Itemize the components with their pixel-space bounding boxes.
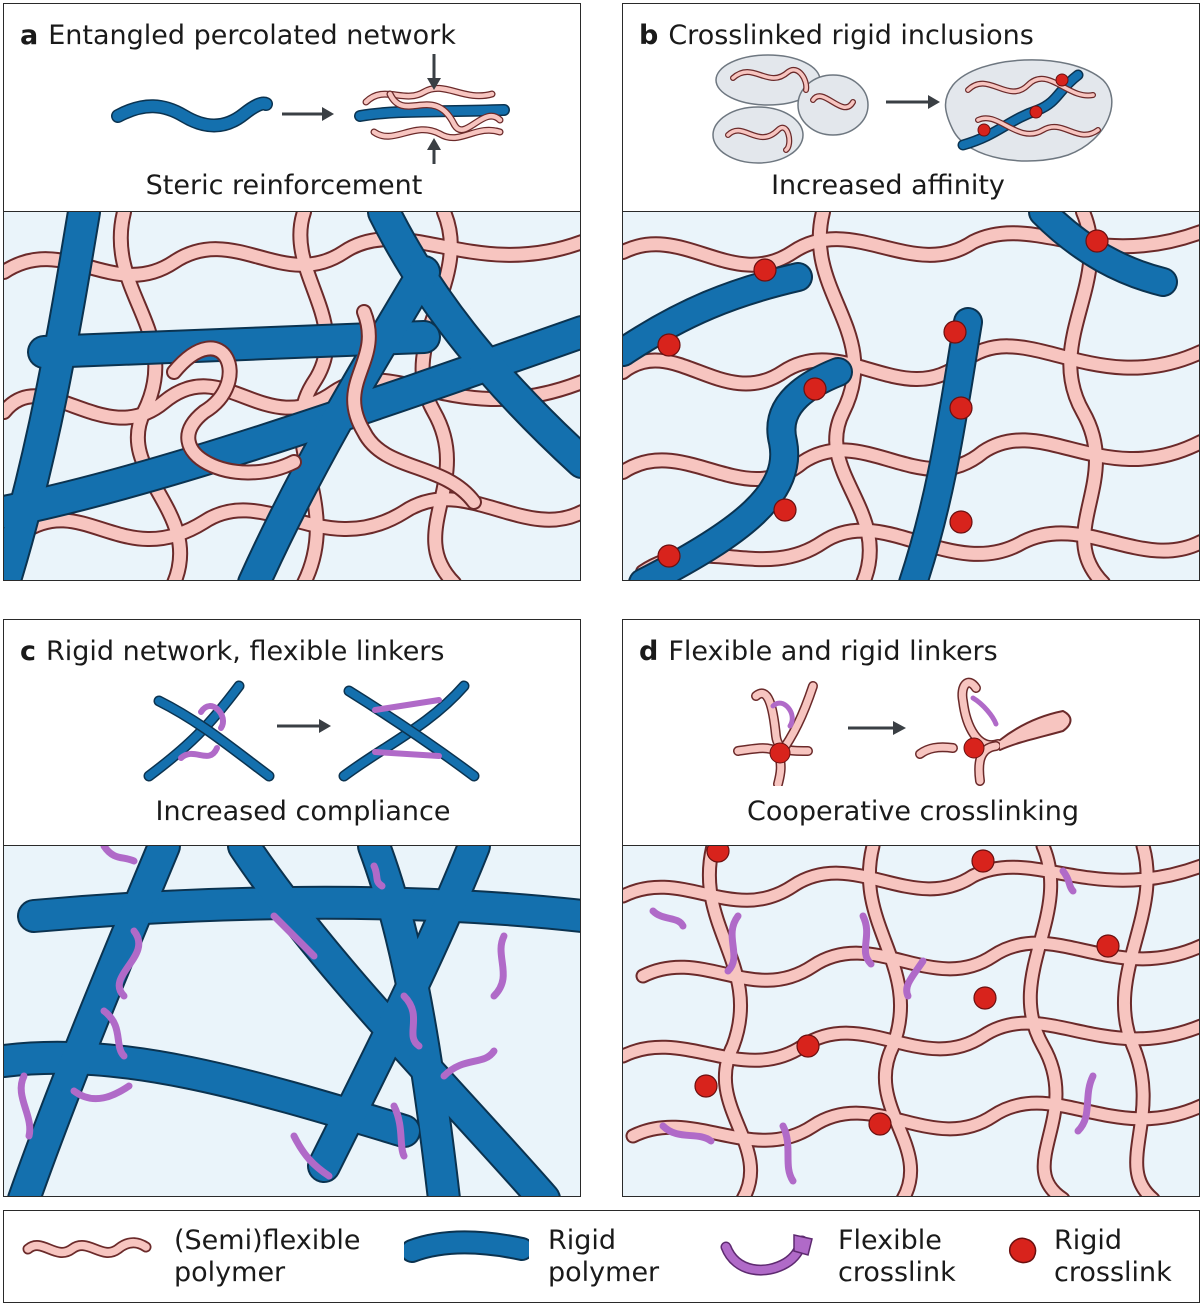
legend-semiflexible <box>22 1229 152 1273</box>
panel-b-network <box>623 211 1199 580</box>
legend-rigid-crosslink <box>1004 1233 1040 1273</box>
panel-a-network <box>4 211 580 580</box>
rigid-crosslink-icon <box>694 1074 718 1098</box>
entangled-cluster-icon <box>354 54 510 164</box>
panel-b-letter: b <box>639 20 659 51</box>
rigid-crosslink-icon <box>943 320 967 344</box>
panel-b-title-text: Crosslinked rigid inclusions <box>668 20 1034 51</box>
panel-c-title-text: Rigid network, flexible linkers <box>46 636 445 667</box>
panel-d-title-text: Flexible and rigid linkers <box>668 636 998 667</box>
semiflexible-polymer-icon <box>22 1237 152 1258</box>
rigid-crosslink-icon <box>868 1112 892 1136</box>
right-arrow-icon <box>886 95 940 109</box>
panel-b: b Crosslinked rigid inclusions <box>622 3 1200 581</box>
panel-d-network <box>623 845 1199 1196</box>
panel-d-caption: Cooperative crosslinking <box>746 796 1080 827</box>
panel-a-letter: a <box>20 20 39 51</box>
rigid-crosslink-icon <box>657 333 681 357</box>
legend-rigid-crosslink-line1: Rigid <box>1054 1225 1123 1256</box>
panel-d-title: d Flexible and rigid linkers <box>639 636 998 667</box>
right-arrow-icon <box>848 721 906 735</box>
panel-c-schematic <box>139 676 499 786</box>
rigid-crosslink-icon <box>773 498 797 522</box>
right-arrow-icon <box>277 719 331 733</box>
rigid-crosslink-icon <box>1085 229 1109 253</box>
panel-d: d Flexible and rigid linkers <box>622 619 1200 1197</box>
flexible-clusters-icon <box>712 54 869 164</box>
rigid-crosslink-icon <box>1009 1237 1037 1264</box>
legend-rigid <box>400 1229 534 1273</box>
legend-flexible-crosslink-line1: Flexible <box>838 1225 942 1256</box>
crosslinked-cluster-icon <box>944 59 1113 162</box>
panel-b-title: b Crosslinked rigid inclusions <box>639 20 1034 51</box>
legend-flexible-crosslink-label: Flexible crosslink <box>838 1225 956 1289</box>
panel-b-caption: Increased affinity <box>771 170 1005 201</box>
panel-a: a Entangled percolated network <box>3 3 581 581</box>
legend-rigid-line1: Rigid <box>548 1225 617 1256</box>
rigid-crosslink-icon <box>973 986 997 1010</box>
right-arrow-icon <box>282 107 334 121</box>
legend-flexible-crosslink-line2: crosslink <box>838 1257 956 1288</box>
panel-a-schematic <box>104 54 524 164</box>
panel-c-network <box>4 845 580 1196</box>
panel-a-caption: Steric reinforcement <box>145 170 423 201</box>
rigid-pair-stretched-icon <box>338 680 480 782</box>
panel-d-schematic <box>728 676 1088 786</box>
rigid-crosslink-icon <box>971 849 995 873</box>
rigid-crosslink-icon <box>1096 934 1120 958</box>
legend-rigid-crosslink-label: Rigid crosslink <box>1054 1225 1172 1289</box>
legend-flexible-crosslink <box>716 1229 816 1281</box>
rigid-crosslink-icon <box>753 258 777 282</box>
panel-c: c Rigid network, flexible linkers <box>3 619 581 1197</box>
legend-rigid-line2: polymer <box>548 1257 660 1288</box>
rigid-crosslink-icon <box>796 1034 820 1058</box>
rigid-crosslink-icon <box>657 544 681 568</box>
legend-semiflexible-line1: (Semi)flexible <box>174 1225 361 1256</box>
legend-rigid-crosslink-line2: crosslink <box>1054 1257 1172 1288</box>
panel-b-schematic <box>708 50 1128 170</box>
panel-c-title: c Rigid network, flexible linkers <box>20 636 444 667</box>
legend-semiflexible-label: (Semi)flexible polymer <box>174 1225 361 1289</box>
panel-a-title-text: Entangled percolated network <box>48 20 456 51</box>
panel-d-letter: d <box>639 636 659 667</box>
legend-rigid-label: Rigid polymer <box>548 1225 659 1289</box>
rigid-polymer-icon <box>400 1230 534 1263</box>
rigid-pair-flexible-icon <box>143 680 275 782</box>
cooperative-pair-icon <box>915 677 1072 786</box>
rigid-crosslink-icon <box>949 510 973 534</box>
rigid-crosslink-icon <box>706 846 730 863</box>
rigid-crosslink-icon <box>803 377 827 401</box>
panel-c-caption: Increased compliance <box>155 796 451 827</box>
legend-semiflexible-line2: polymer <box>174 1257 286 1288</box>
panel-c-letter: c <box>20 636 37 667</box>
flexible-rigid-pair-icon <box>733 681 818 786</box>
flexible-crosslink-icon <box>720 1234 813 1276</box>
legend: (Semi)flexible polymer Rigid polymer Fle… <box>3 1210 1200 1303</box>
panel-a-title: a Entangled percolated network <box>20 20 456 51</box>
rigid-crosslink-icon <box>949 396 973 420</box>
